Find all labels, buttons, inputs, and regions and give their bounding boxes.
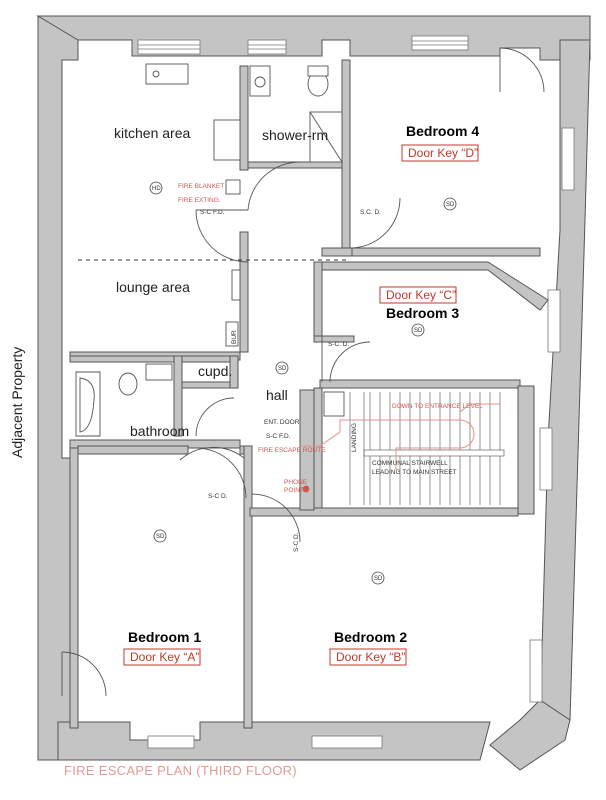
kitchen-label: kitchen area [114,125,190,141]
ent-door-label: ENT. DOOR [264,419,300,426]
bedroom4-label: Bedroom 4 [406,123,479,139]
phone-point-label-1: PHONE [284,479,308,486]
adjacent-property-label: Adjacent Property [9,347,25,458]
outer-walls [36,15,591,771]
door-key-a-box [123,648,201,666]
shower-label: shower-rm [262,127,328,143]
landing-label: LANDING [351,423,358,452]
bedroom2-label: Bedroom 2 [334,629,407,645]
scd-bed3-label: S-C. D. [328,341,350,348]
fixtures [75,63,345,437]
fire-escape-route-arrows [300,403,500,470]
door-key-d: Door Key “D” [408,146,478,160]
windows [137,35,575,749]
fire-exting-label: FIRE EXTING. [178,197,221,204]
scd-bed2-label: S-C D. [293,532,300,552]
cupboard-label: cupd. [198,363,232,379]
bathroom-label: bathroom [130,423,189,439]
bur-label: BUR [231,330,238,344]
bedroom1-label: Bedroom 1 [128,629,201,645]
door-key-a: Door Key “A” [130,650,199,664]
sd-detector-bed2: SD [374,576,383,582]
communal-stairwell-label-2: LEADING TO MAIN STREET [372,469,457,476]
bath-toilet [118,372,138,396]
hall-label: hall [266,387,288,403]
door-key-c-box [379,286,457,304]
down-to-entrance-label: DOWN TO ENTRANCE LEVEL [392,403,483,410]
scd-bed1-label: S-C D. [208,493,228,500]
scd-bed4-label: S.C. D. [360,209,381,216]
door-key-b-box [329,648,407,666]
hd-detector-kitchen: HD [152,186,161,192]
phone-point-label-2: POINT [284,487,304,494]
door-key-d-box [401,144,479,162]
fire-escape-route-label: FIRE ESCAPE ROUTE [258,447,326,454]
smoke-detectors [149,181,457,585]
doors [61,47,545,697]
stairwell-treads [349,392,505,505]
communal-stairwell-label-1: COMMUNAL STAIRWELL [372,460,448,467]
internal-walls [69,59,549,729]
plan-title: FIRE ESCAPE PLAN (THIRD FLOOR) [64,763,297,778]
sd-detector-bed3: SD [414,328,423,334]
door-key-c: Door Key “C” [386,288,456,302]
sd-detector-bed1: SD [156,534,165,540]
kitchen-sink [145,63,189,85]
fire-blanket-label: FIRE BLANKET [178,183,224,190]
bedroom3-label: Bedroom 3 [386,305,459,321]
scfd-kitchen-label: S-C F.D. [200,209,225,216]
sd-detector-bed4: SD [446,202,455,208]
lounge-label: lounge area [116,279,190,295]
sd-detector-hall: SD [278,366,287,372]
door-key-b: Door Key “B” [336,650,405,664]
scfd-hall-label: S-C F.D. [266,433,291,440]
